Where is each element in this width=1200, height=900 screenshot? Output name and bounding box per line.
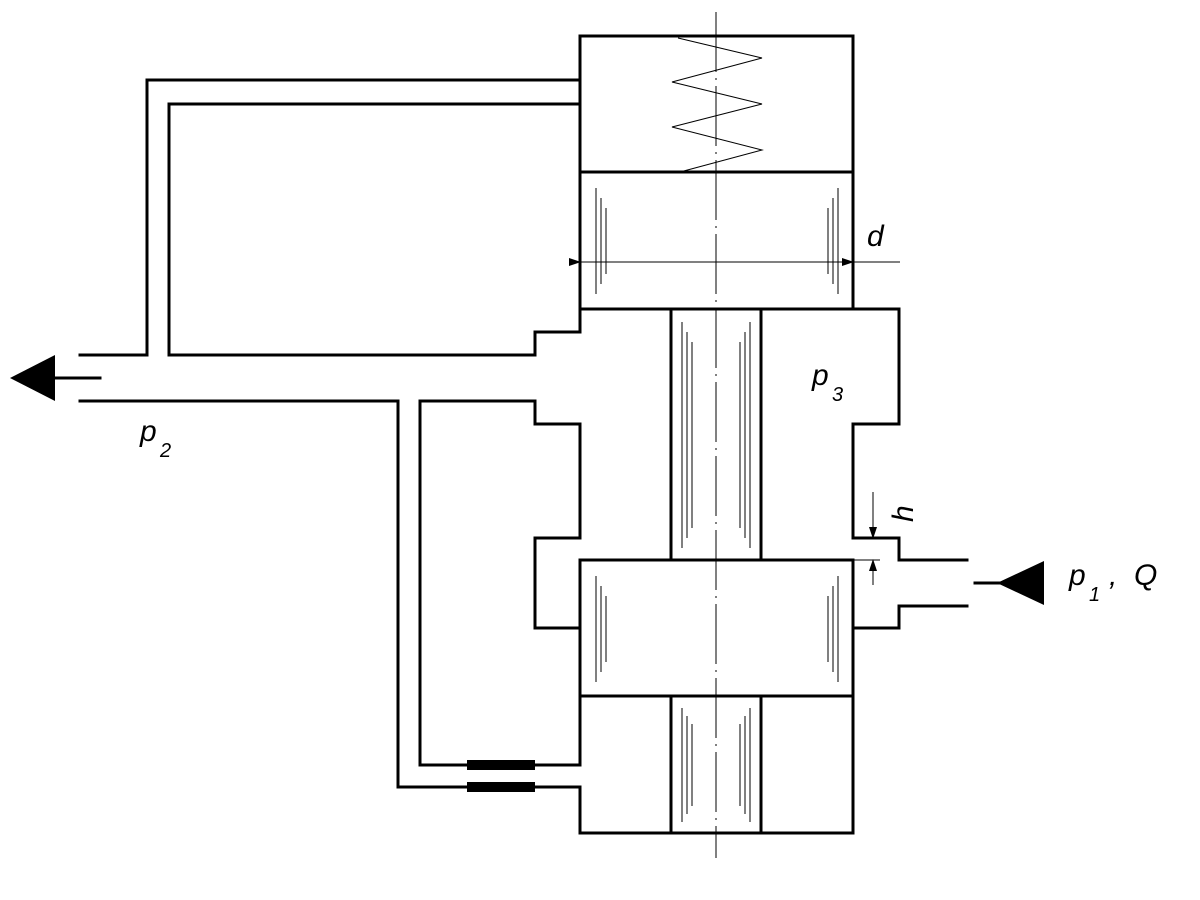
label-p1: p [1068, 559, 1086, 592]
spring [671, 37, 764, 173]
label-Q: Q [1134, 559, 1157, 592]
label-d: d [867, 220, 885, 253]
label-h: h [887, 505, 920, 522]
damper-throttle-lower [467, 782, 535, 792]
lower-piston-hatching [595, 576, 839, 682]
label-p2: p [139, 415, 157, 448]
bottom-chamber [578, 694, 855, 835]
upper-piston-hatching [595, 188, 839, 294]
label-p3-subscript: 3 [832, 384, 843, 406]
housing-lower-left-wall [418, 399, 582, 767]
outlet-arrow-icon [10, 355, 55, 401]
label-p1-subscript: 1 [1089, 584, 1100, 606]
housing-upper-left-wall [167, 102, 582, 357]
lower-rod-hatching [681, 708, 751, 822]
housing-right-wall [851, 307, 969, 698]
label-comma: , [1109, 559, 1117, 592]
inlet-arrow-icon [997, 561, 1044, 605]
feedback-channel-outer [78, 78, 582, 357]
label-p2-subscript: 2 [159, 440, 171, 462]
label-p3: p [811, 359, 829, 392]
damper-throttle-upper [467, 760, 535, 770]
outlet-channel-lower [78, 399, 469, 789]
upper-rod-hatching [681, 322, 751, 548]
